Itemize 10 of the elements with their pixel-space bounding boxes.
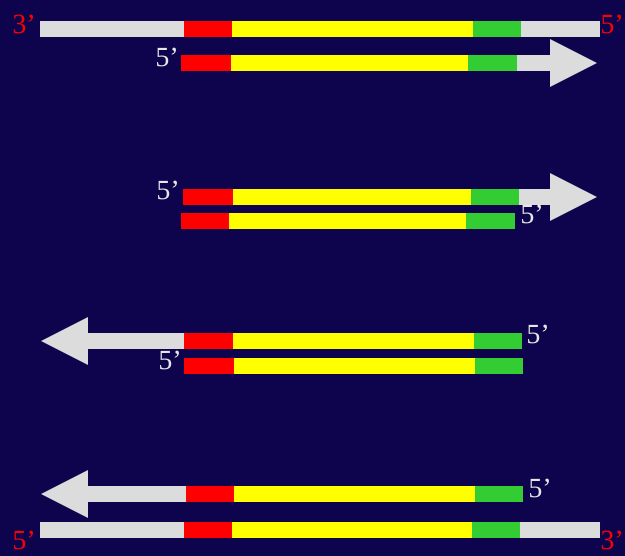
end-label: 5’ [602, 14, 621, 34]
end-label: 5’ [14, 530, 33, 550]
end-label: 3’ [14, 14, 33, 34]
end-label: 5’ [530, 478, 549, 498]
end-label: 5’ [158, 180, 177, 200]
end-label: 5’ [528, 324, 547, 344]
end-label: 5’ [160, 350, 179, 370]
end-label: 5’ [522, 204, 541, 224]
end-label: 3’ [602, 530, 621, 550]
end-label: 5’ [157, 48, 176, 66]
